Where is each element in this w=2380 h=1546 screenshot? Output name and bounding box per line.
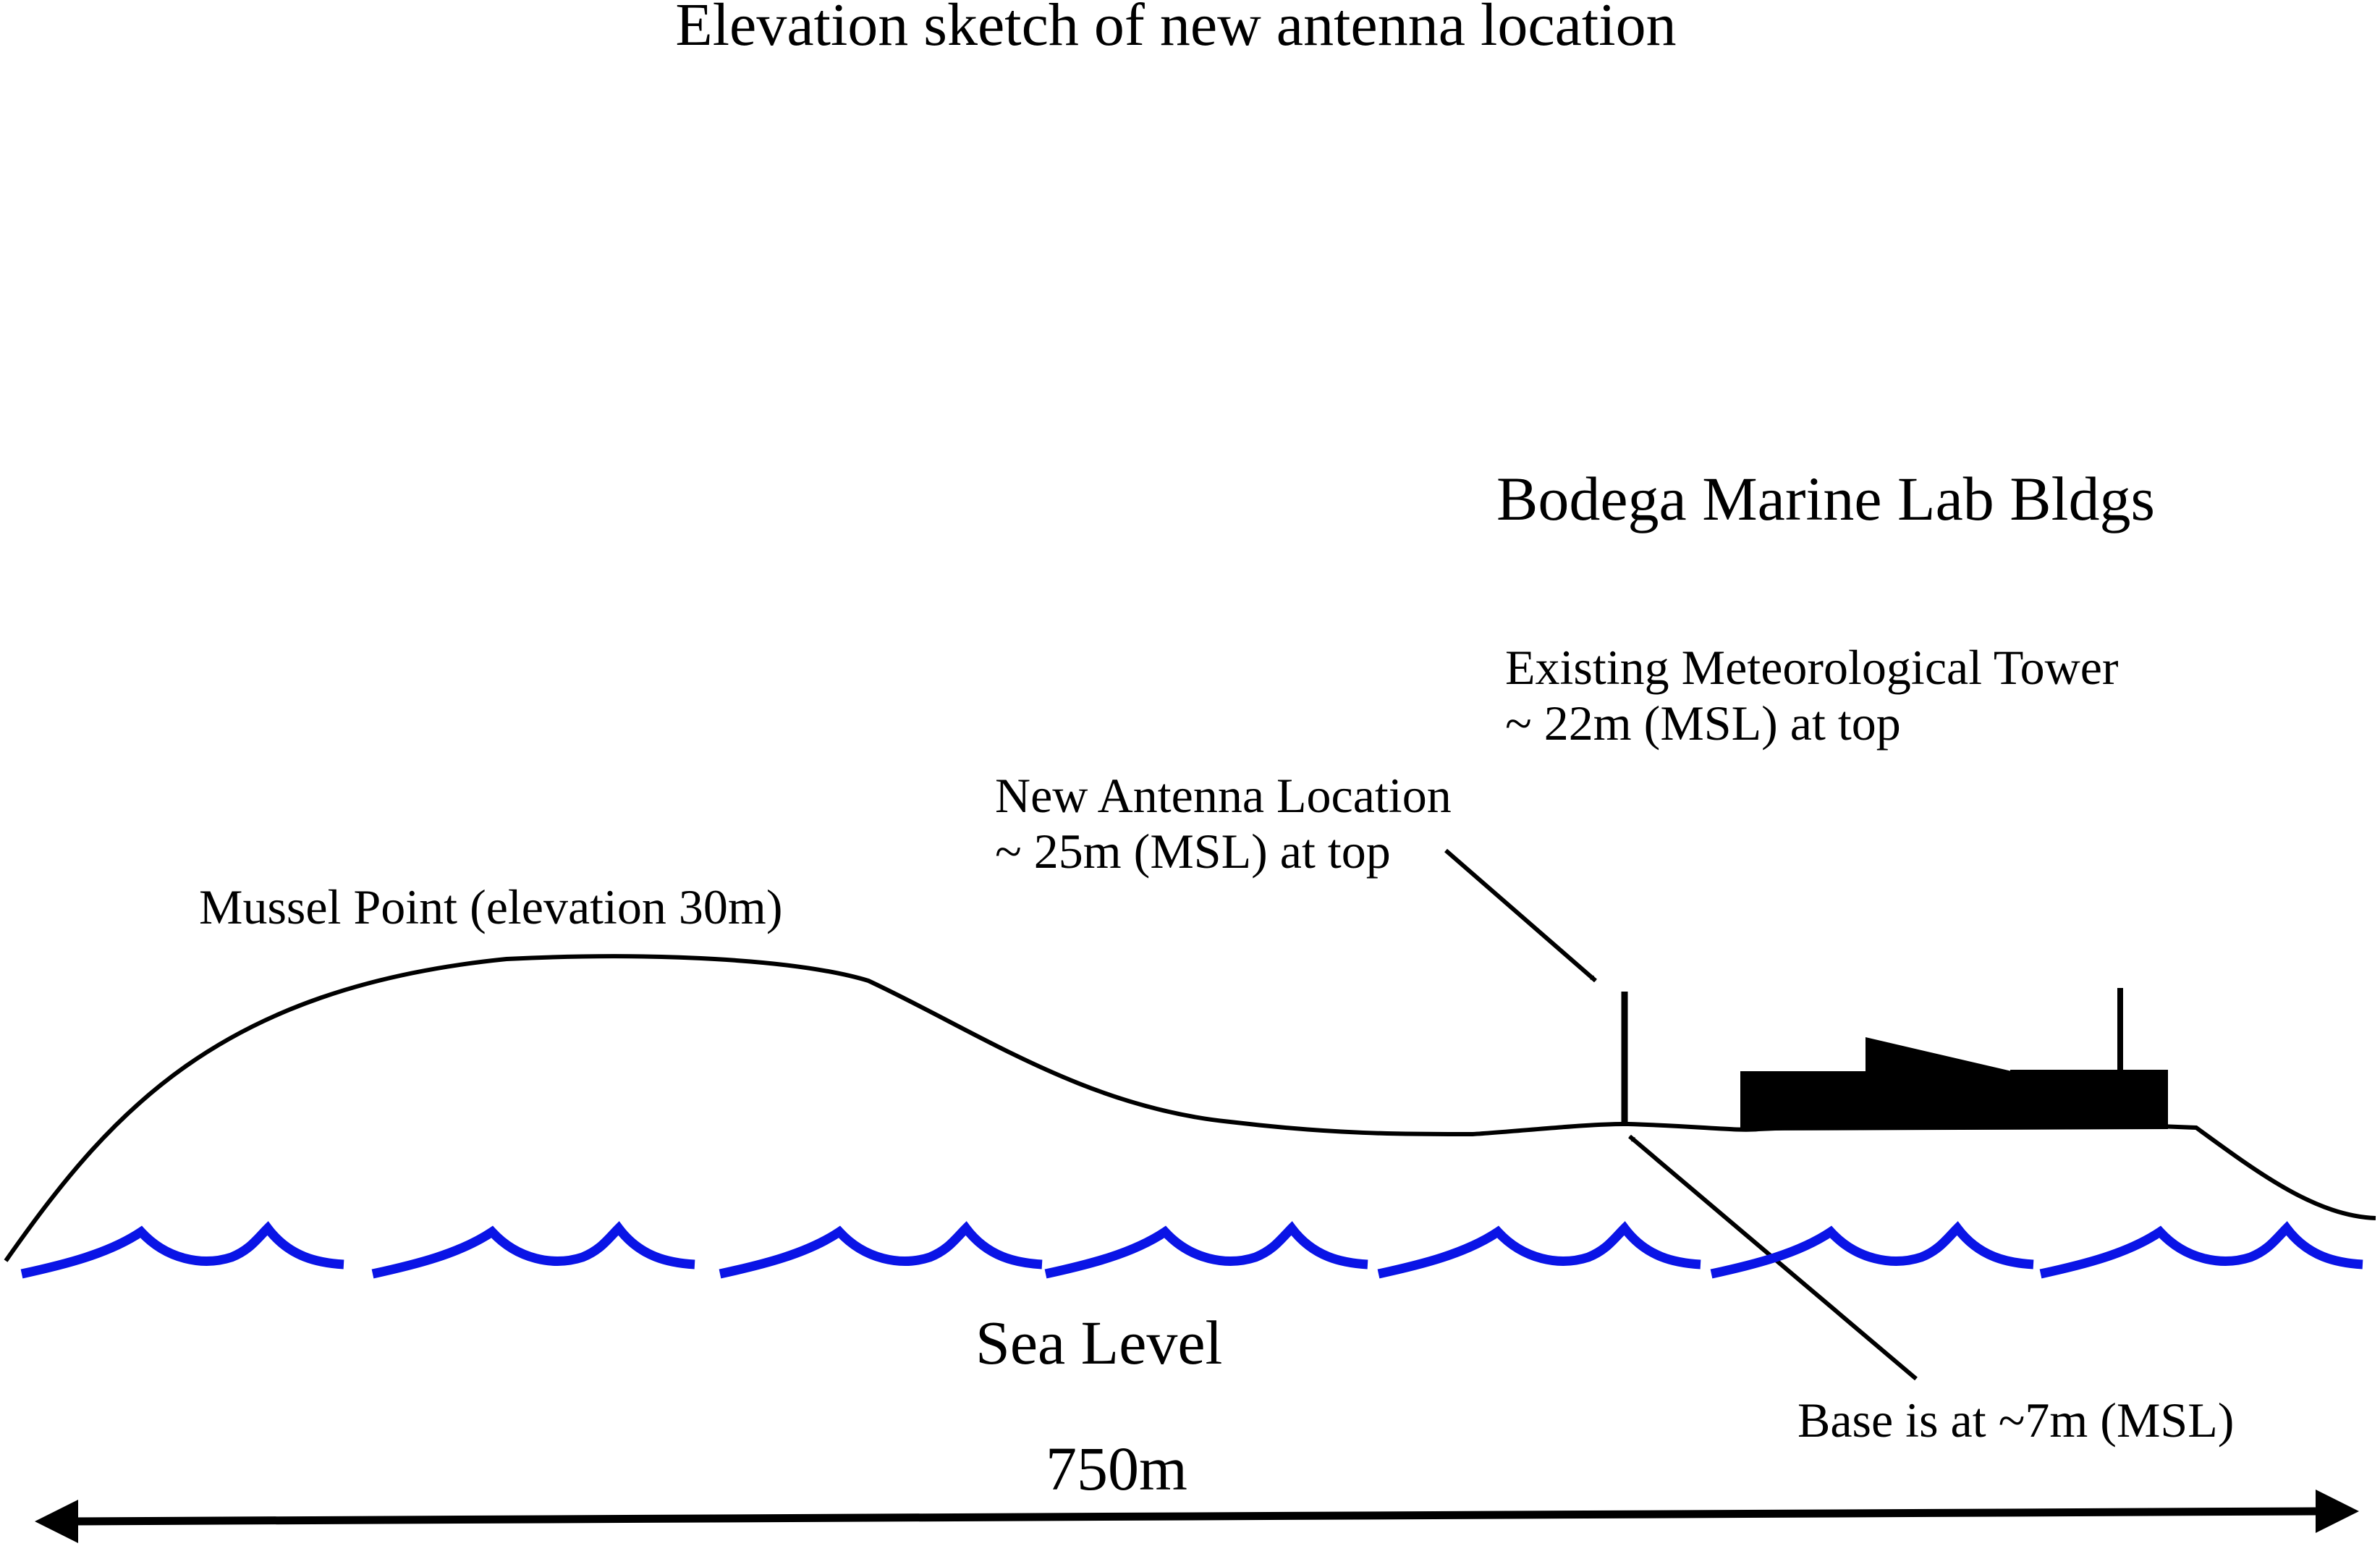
wave-segment <box>719 1221 1043 1279</box>
new-antenna-height-label: ~ 25m (MSL) at top <box>995 824 1391 879</box>
base-label: Base is at ~7m (MSL) <box>1797 1393 2234 1448</box>
met-tower-label: Existing Meteorological Tower <box>1505 640 2119 695</box>
distance-arrow <box>35 1490 2359 1543</box>
bml-buildings-label: Bodega Marine Lab Bldgs <box>1496 464 2155 533</box>
sea-level-label: Sea Level <box>975 1308 1222 1377</box>
wave-segment <box>371 1221 695 1279</box>
wave-segment <box>20 1221 344 1279</box>
met-tower-height-label: ~ 22m (MSL) at top <box>1505 696 1901 751</box>
new-antenna-pointer-arrow <box>1444 848 1597 983</box>
diagram-title: Elevation sketch of new antenna location <box>675 0 1676 59</box>
wave-segment <box>1044 1221 1368 1279</box>
lab-buildings <box>1740 1037 2168 1131</box>
distance-label: 750m <box>1046 1434 1187 1503</box>
wave-segment <box>2039 1221 2363 1279</box>
new-antenna-label: New Antenna Location <box>995 768 1452 823</box>
sea-waves <box>20 1221 2363 1279</box>
mussel-point-label: Mussel Point (elevation 30m) <box>199 879 782 934</box>
wave-segment <box>1377 1221 1701 1279</box>
wave-segment <box>1710 1221 2034 1279</box>
